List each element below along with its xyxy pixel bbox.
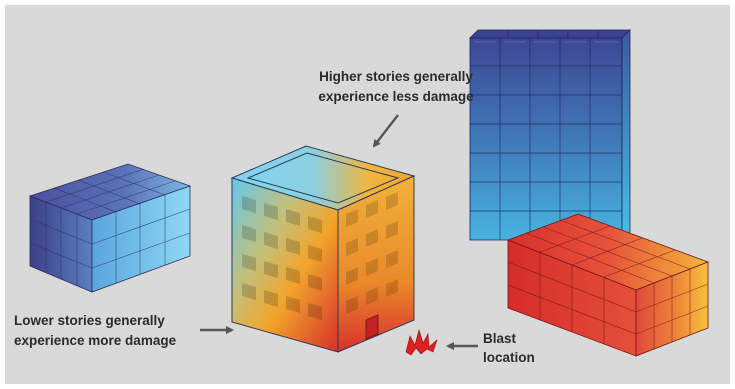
- right-low-building: [506, 213, 710, 357]
- blast-location-line2: location: [483, 350, 535, 365]
- left-building: [28, 163, 192, 293]
- lower-stories-line1: Lower stories generally: [14, 313, 165, 328]
- blast-location-line1: Blast: [483, 331, 517, 346]
- door: [365, 314, 379, 340]
- arrow-icon: [372, 114, 399, 148]
- right-tall-building: [469, 29, 631, 241]
- lower-stories-line2: experience more damage: [14, 333, 177, 348]
- higher-stories-line1: Higher stories generally: [319, 69, 473, 84]
- blast-icon: [405, 328, 438, 356]
- higher-stories-line2: experience less damage: [318, 89, 474, 104]
- center-building: [230, 145, 416, 353]
